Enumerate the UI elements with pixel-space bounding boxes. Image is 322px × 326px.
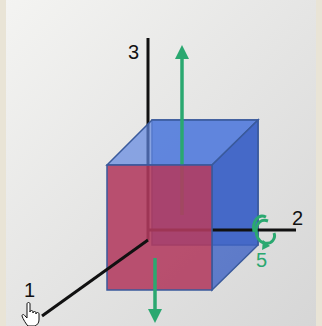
axis-line — [42, 240, 148, 316]
rotation-arrow — [254, 216, 266, 232]
force-arrow — [153, 258, 157, 316]
callout-number: 5 — [256, 250, 267, 270]
hand-cursor — [22, 303, 39, 326]
axis-label: 2 — [292, 208, 303, 228]
frame-edge — [0, 0, 6, 326]
rotation-arrow — [256, 220, 274, 243]
rotation-arrowhead — [262, 240, 270, 250]
cube-front-face — [107, 165, 212, 290]
axis-label: 3 — [128, 42, 139, 62]
frame-edge — [316, 0, 322, 326]
axis-label: 1 — [24, 280, 35, 300]
cube-side-face — [212, 120, 258, 290]
